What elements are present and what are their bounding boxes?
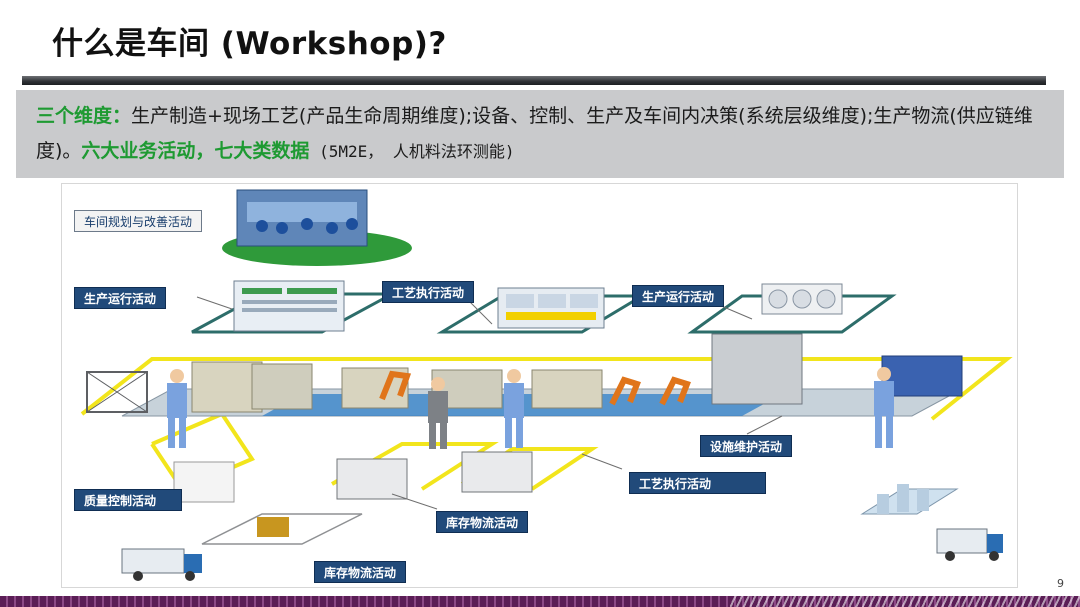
label-facility-maintenance: 设施维护活动 [700,435,792,457]
label-production-ops-right: 生产运行活动 [632,285,724,307]
cart-1 [337,459,407,499]
cart-2 [462,452,532,492]
slide-title: 什么是车间 (Workshop)? [52,18,447,63]
label-inventory-logistics-bottom: 库存物流活动 [314,561,406,583]
worker-2-head [431,377,445,391]
boxes-quality [174,462,234,502]
intro-highlight: 六大业务活动，七大类数据 [81,140,309,162]
worker-4-head [877,367,891,381]
buildings [862,489,957,514]
workshop-diagram: 车间规划与改善活动 生产运行活动 工艺执行活动 生产运行活动 设施维护活动 工艺… [61,183,1018,588]
intro-box: 三个维度：生产制造+现场工艺(产品生命周期维度);设备、控制、生产及车间内决策(… [16,90,1064,178]
footer-band [0,596,1080,607]
label-production-ops-left: 生产运行活动 [74,287,166,309]
worker-1-head [170,369,184,383]
truck-left [122,549,184,573]
label-process-exec-bottom: 工艺执行活动 [629,472,766,494]
label-workshop-planning: 车间规划与改善活动 [74,210,202,232]
truck-right [937,529,987,553]
page-number: 9 [1057,577,1064,590]
title-divider [22,76,1046,85]
press-machine [712,334,802,404]
label-process-exec-top: 工艺执行活动 [382,281,474,303]
station-2 [252,364,312,409]
label-quality-control: 质量控制活动 [74,489,182,511]
intro-lead: 三个维度： [36,105,131,127]
station-5 [532,370,602,408]
intro-tail: (5M2E， 人机料法环测能) [309,142,514,161]
workshop-illustration [62,184,1017,587]
label-inventory-logistics-mid: 库存物流活动 [436,511,528,533]
worker-3-head [507,369,521,383]
